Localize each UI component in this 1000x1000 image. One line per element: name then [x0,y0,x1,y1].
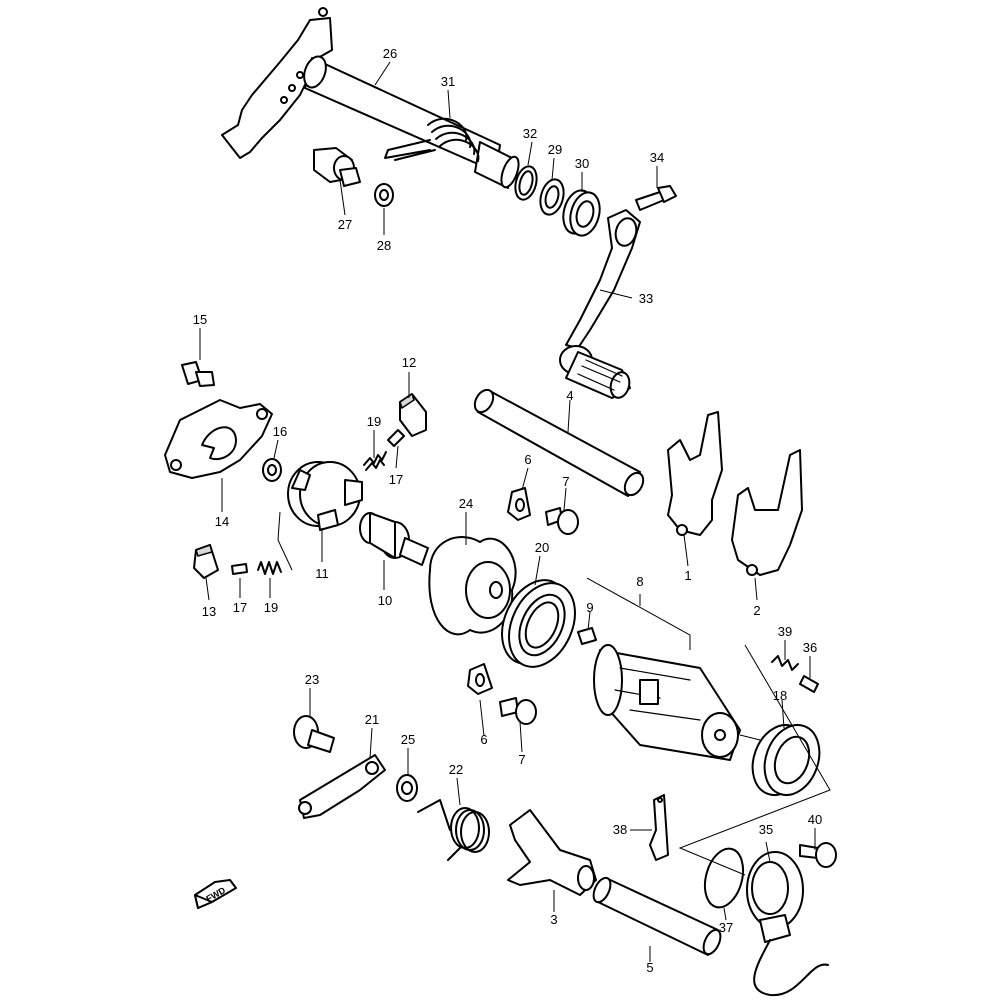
label-24: 24 [459,496,473,511]
label-17-lower: 17 [233,600,247,615]
label-11: 11 [315,566,329,581]
part-25-washer [396,774,418,802]
label-6-upper: 6 [524,452,531,467]
part-6-stopper-plate-lower [467,663,493,695]
label-9: 9 [586,600,593,615]
part-18-bearing [751,724,821,796]
part-10-cam-stopper-bolt [359,512,429,566]
part-35-gear-position-sensor [746,851,829,997]
label-1: 1 [684,568,691,583]
label-19-upper: 19 [367,414,381,429]
label-33: 33 [639,291,653,306]
part-29-washer [539,178,565,216]
label-36: 36 [803,640,817,655]
label-21: 21 [365,712,379,727]
part-30-oil-seal [562,189,601,237]
label-28: 28 [377,238,391,253]
part-28-washer [374,183,394,207]
label-2: 2 [753,603,760,618]
label-38: 38 [613,822,627,837]
part-3-shift-fork [507,809,597,896]
part-7-screw-lower [499,697,537,725]
label-7-lower: 7 [518,752,525,767]
part-24-cam-plate [428,536,517,636]
fwd-arrow-icon [194,879,237,909]
label-3: 3 [550,912,557,927]
label-5: 5 [646,960,653,975]
label-29: 29 [548,142,562,157]
part-37-o-ring [703,847,745,909]
part-14-guide-plate [164,399,273,479]
part-11-cam-gear [287,461,363,531]
label-19-lower: 19 [264,600,278,615]
part-20-bearing [501,579,576,668]
part-34-bolt [635,185,677,211]
label-34: 34 [650,150,664,165]
part-17-pin-lower [231,563,248,575]
label-18: 18 [773,688,787,703]
label-17-upper: 17 [389,472,403,487]
part-labels: 26 31 32 29 30 34 27 28 33 15 12 4 19 16… [193,46,822,975]
label-27: 27 [338,217,352,232]
label-20: 20 [535,540,549,555]
part-13-pawl [193,544,219,579]
part-4-fork-shaft [473,388,645,497]
part-26-gearshift-shaft [221,7,520,189]
label-12: 12 [402,355,416,370]
part-19-spring [363,451,387,471]
part-40-bolt [799,842,837,868]
part-38-clip [649,794,669,861]
part-1-shift-fork [667,411,723,536]
part-27-pin [313,147,361,187]
label-35: 35 [759,822,773,837]
part-16-bushing [262,458,282,482]
part-15-screw [181,361,215,387]
part-8-gearshift-cam [593,644,741,761]
part-5-fork-shaft [592,876,722,956]
part-36-pin [799,675,819,693]
label-39: 39 [778,624,792,639]
label-15: 15 [193,312,207,327]
part-39-spring [771,655,799,671]
label-10: 10 [378,593,392,608]
label-26: 26 [383,46,397,61]
leader-lines [199,61,831,962]
label-14: 14 [215,514,229,529]
label-4: 4 [566,388,573,403]
label-8: 8 [636,574,643,589]
part-33-gearshift-lever [559,209,641,399]
part-31-return-spring [384,117,480,162]
part-2-shift-fork [731,449,803,576]
label-6-lower: 6 [480,732,487,747]
label-32: 32 [523,126,537,141]
part-9-pin [577,627,597,645]
part-7-screw [545,507,579,535]
label-22: 22 [449,762,463,777]
label-31: 31 [441,74,455,89]
part-19-spring-lower [257,561,282,575]
part-12-pawl [399,392,427,437]
part-23-bolt [293,715,335,753]
part-22-spring [417,799,490,861]
label-13: 13 [202,604,216,619]
label-7-upper: 7 [562,474,569,489]
label-16: 16 [273,424,287,439]
part-17-pin [387,429,405,447]
label-37: 37 [719,920,733,935]
label-23: 23 [305,672,319,687]
label-40: 40 [808,812,822,827]
part-21-shift-arm [298,754,386,819]
label-25: 25 [401,732,415,747]
part-6-stopper-plate [507,487,531,521]
part-32-circlip [514,165,538,201]
label-30: 30 [575,156,589,171]
